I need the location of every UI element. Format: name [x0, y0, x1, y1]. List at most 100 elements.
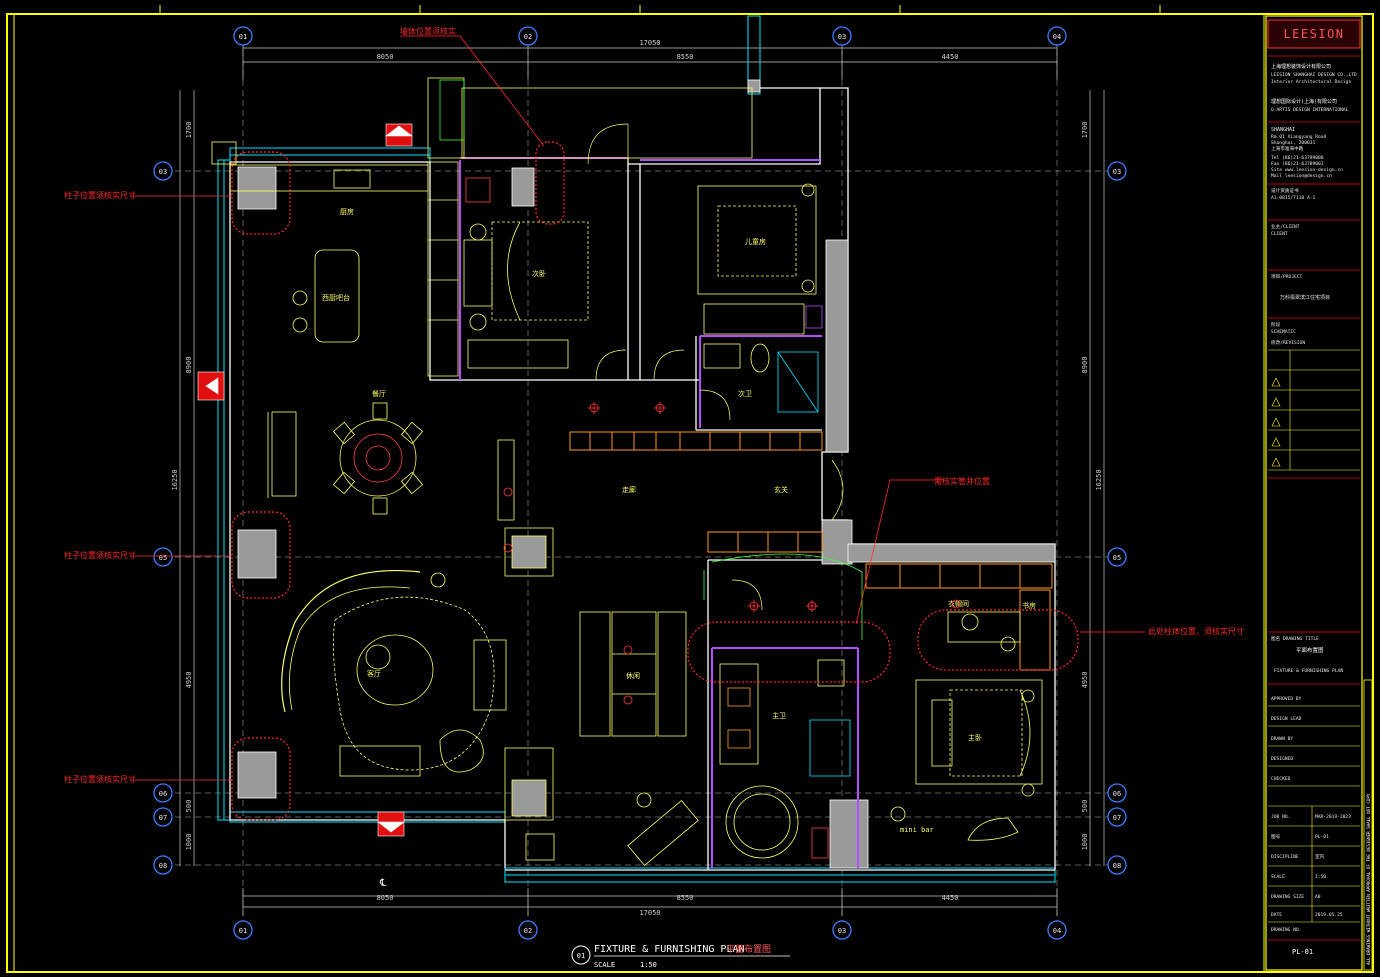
dim-top-seg-1: 8050	[377, 53, 394, 61]
grid-bubble-left-5	[153, 855, 173, 875]
grid-label-top-1: 01	[239, 33, 247, 41]
tb-design-lead: DESIGN LEAD	[1271, 716, 1302, 722]
tb-drawing-no: PL-01	[1315, 834, 1329, 840]
tb-scale: 1:50	[1315, 874, 1326, 880]
grid-bubble-bottom-1	[233, 920, 253, 940]
drawing-scale-label: SCALE	[594, 961, 615, 969]
tb-job-no: MAR-2019-2023	[1315, 814, 1351, 820]
tb-project: 万科翡翠滨江住宅项目	[1280, 294, 1330, 301]
dim-bottom-seg-1: 8050	[377, 894, 394, 902]
grid-bubble-right-5	[1107, 855, 1127, 875]
room-label-kitchen: 厨房	[340, 207, 354, 216]
dim-left-seg-5: 1000	[185, 834, 193, 851]
tb-drawing-title-cn: 平面布置图	[1296, 646, 1324, 654]
tb-company-sub: Interior Architectural Design	[1271, 79, 1351, 85]
tb-drawn: DRAWN BY	[1271, 736, 1293, 742]
tb-sheet-label: DRAWING NO.	[1271, 927, 1301, 933]
tb-sheet: PL-01	[1292, 948, 1313, 956]
centerline-mark: ℄	[379, 878, 387, 889]
grid-bubble-top-1	[233, 26, 253, 46]
drawing-title-cn: 平面布置图	[726, 943, 771, 955]
grid-label-bottom-3: 03	[838, 927, 846, 935]
grid-bubble-top-3	[832, 26, 852, 46]
revision-triangle-icon	[1271, 437, 1281, 447]
dim-bottom-seg-2: 8550	[677, 894, 694, 902]
dim-right-seg-2: 8900	[1081, 357, 1089, 374]
dim-top-seg-3: 4450	[942, 53, 959, 61]
tb-designed: DESIGNED	[1271, 756, 1293, 762]
grid-label-left-3: 06	[159, 790, 167, 798]
logo-box	[1267, 19, 1361, 49]
tb-discipline: 室内	[1315, 853, 1325, 860]
bedroom-b	[697, 183, 823, 335]
grid-label-left-1: 03	[159, 168, 167, 176]
grid-bubble-right-2	[1107, 547, 1127, 567]
master-bedroom	[890, 611, 1043, 841]
grid-label-right-5: 08	[1113, 862, 1121, 870]
dim-bottom-total: 17050	[639, 909, 660, 917]
tb-scale-label: SCALE	[1271, 874, 1285, 880]
grid-label-left-2: 05	[159, 554, 167, 562]
room-label-bar: 西厨吧台	[322, 293, 350, 302]
tb-site: Site www.leesion-design.cn	[1271, 167, 1343, 173]
drawing-title: FIXTURE & FURNISHING PLAN	[594, 944, 745, 955]
doors	[587, 123, 844, 611]
tb-date-label: DATE	[1271, 912, 1282, 918]
grid-label-right-2: 05	[1113, 554, 1121, 562]
dim-right-seg-5: 1000	[1081, 834, 1089, 851]
dim-left-seg-1: 1700	[185, 122, 193, 139]
grid-label-top-2: 02	[524, 33, 532, 41]
grid-bubble-left-4	[153, 807, 173, 827]
living-area	[281, 527, 699, 867]
grid-bubble-right-4	[1107, 807, 1127, 827]
dim-right-seg-1: 1700	[1081, 122, 1089, 139]
room-label-bedroom-b: 儿童房	[745, 237, 766, 246]
note-column-3: 柱子位置须核实尺寸	[64, 774, 136, 784]
grid-label-bottom-1: 01	[239, 927, 247, 935]
grid-label-left-5: 08	[159, 862, 167, 870]
tb-client: CLIENT	[1271, 231, 1288, 237]
dim-right-total: 16250	[1095, 469, 1103, 490]
tb-company-en: LEESION SHANGHAI DESIGN CO.,LTD	[1271, 72, 1357, 78]
dim-top-total: 17050	[639, 39, 660, 47]
grid-label-top-3: 03	[838, 33, 846, 41]
dim-right-seg-3: 4950	[1081, 672, 1089, 689]
tb-tel: Tel (86)21-63789000	[1271, 155, 1324, 161]
tb-client-label: 业主/CLIENT	[1271, 223, 1300, 230]
grid-label-right-1: 03	[1113, 168, 1121, 176]
grid-bubble-bottom-3	[832, 920, 852, 940]
revision-triangle-icon	[1271, 457, 1281, 467]
dim-bottom-seg-3: 4450	[942, 894, 959, 902]
tb-licence: A1-0815/7118 A-1	[1271, 195, 1315, 201]
green-fixtures	[439, 79, 863, 640]
grid-label-right-3: 06	[1113, 790, 1121, 798]
room-label-living: 客厅	[367, 669, 381, 678]
room-label-study: 书房	[1022, 601, 1036, 610]
tb-checked: CHECKED	[1271, 776, 1291, 782]
grid-bubble-right-3	[1107, 783, 1127, 803]
lounge-area	[579, 611, 687, 737]
grid-label-right-4: 07	[1113, 814, 1121, 822]
tb-stage-label: 阶段	[1271, 321, 1281, 328]
room-label-master-bath: 主卫	[772, 711, 786, 720]
tb-company-cn: 上海理想装饰设计有限公司	[1271, 63, 1331, 70]
grid-bubble-bottom-2	[518, 920, 538, 940]
room-label-bedroom-a: 次卧	[532, 269, 546, 278]
tb-addr-1: Rm.01 Xiangyang Road	[1271, 134, 1327, 140]
ceiling-lights	[503, 402, 961, 705]
bedroom-a	[463, 177, 589, 369]
tb-city: SHANGHAI	[1271, 127, 1295, 133]
room-label-dining: 餐厅	[372, 389, 386, 398]
tb-drawing-no-label: 图号	[1271, 834, 1281, 840]
grid-bubble-left-3	[153, 783, 173, 803]
tb-addr-2: Shanghai, 200031	[1271, 140, 1315, 146]
dim-left-seg-3: 4950	[185, 672, 193, 689]
tb-stage: SCHEMATIC	[1271, 329, 1296, 335]
grid-bubble-top-2	[518, 26, 538, 46]
tb-group-en: Q-ARTIS DESIGN INTERNATIONAL	[1271, 107, 1349, 113]
grid-bubble-top-4	[1047, 26, 1067, 46]
tb-discipline-label: DISCIPLINE	[1271, 854, 1299, 860]
grid-bubble-right-1	[1107, 161, 1127, 181]
entry-markers	[197, 123, 413, 837]
drawing-title-block: 01 FIXTURE & FURNISHING PLAN 平面布置图 SCALE…	[571, 943, 790, 969]
